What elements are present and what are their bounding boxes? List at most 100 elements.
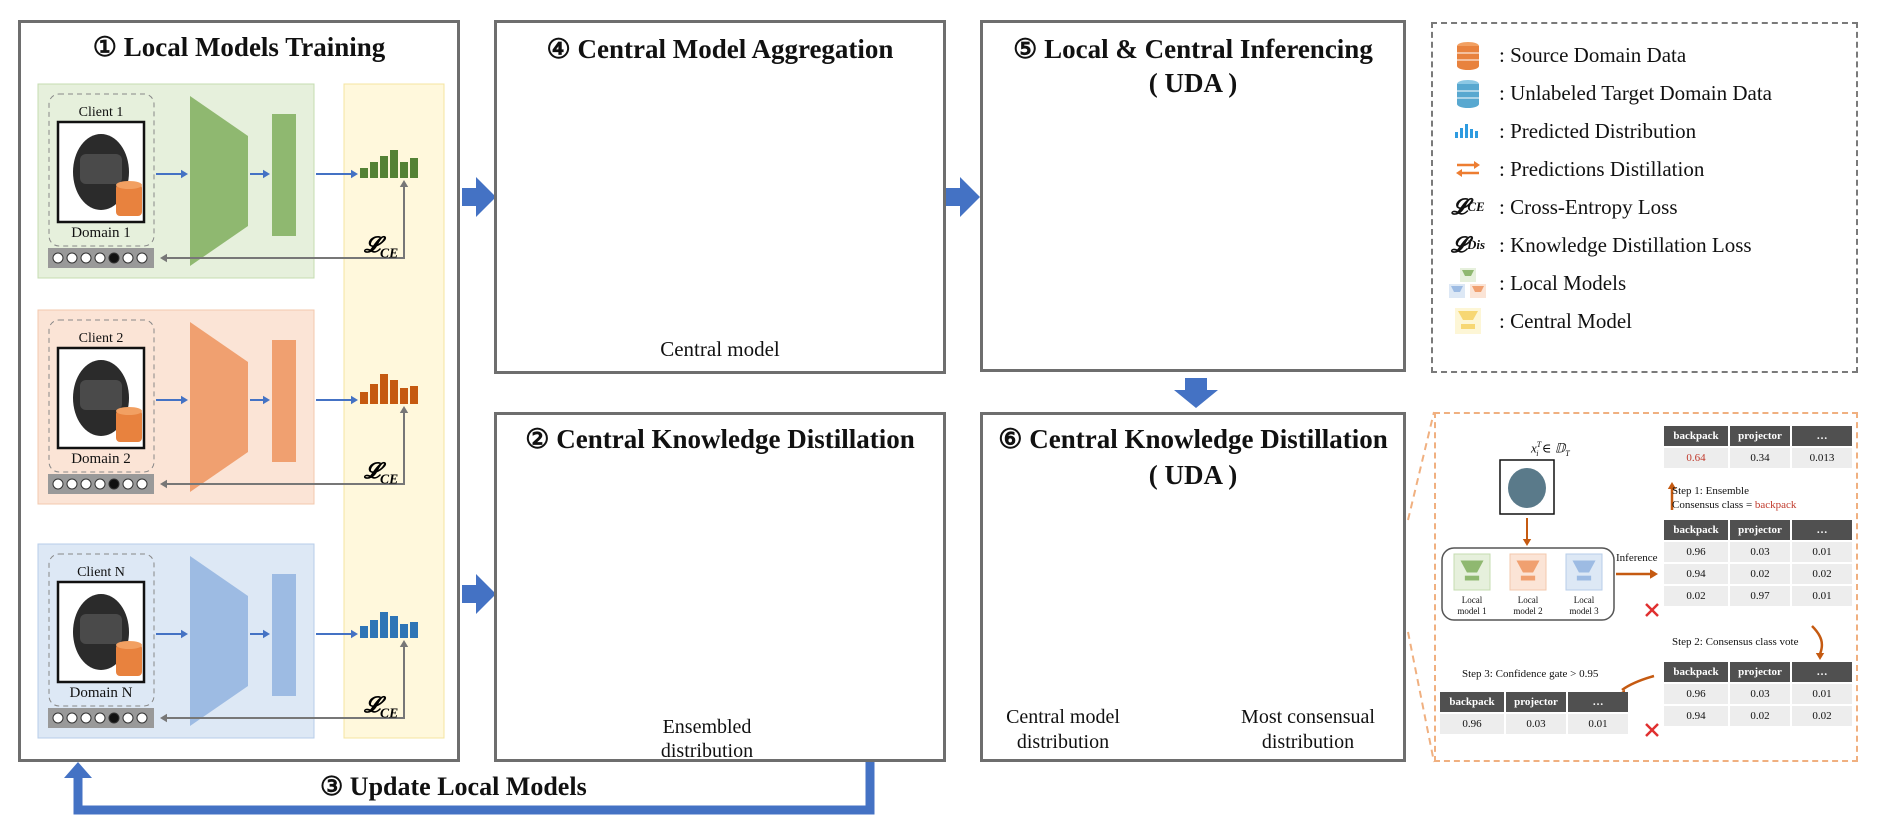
step1-line1: Step 1: Ensemble — [1672, 485, 1749, 497]
model-encoder — [1460, 560, 1484, 573]
domain-name-2: Domain 2 — [71, 451, 131, 467]
encoder-trapezoid — [190, 96, 248, 266]
client-dashed-box — [48, 553, 155, 707]
encoder-trapezoid — [190, 556, 248, 726]
label-dot — [94, 252, 106, 264]
central-distribution-label: Central model distribution — [993, 705, 1133, 755]
label-dot — [52, 252, 64, 264]
step3-label: Step 3: Confidence gate > 0.95 — [1462, 668, 1599, 680]
model-head — [1576, 575, 1592, 581]
arrow-to-inferencing — [946, 177, 980, 217]
arrow-head — [1522, 539, 1532, 546]
arrow-head — [1650, 569, 1658, 579]
distribution-icon — [1447, 122, 1489, 140]
step1-class: backpack — [1754, 499, 1797, 511]
central-dist-line2: distribution — [1016, 731, 1110, 753]
ce-loss-arrow — [166, 412, 405, 485]
bar — [370, 620, 378, 638]
reject-cross-icon — [1645, 603, 1659, 617]
panel-title: ⑤ Local & Central Inferencing — [1013, 34, 1373, 64]
bar — [390, 380, 398, 404]
detail-local-model-2 — [1516, 560, 1540, 581]
model-head — [1520, 575, 1536, 581]
table-cell: 0.02 — [1730, 564, 1790, 584]
bar — [380, 612, 388, 638]
panel-subtitle: ( UDA ) — [1148, 68, 1238, 98]
local-model-label-line1: Local — [1518, 595, 1539, 605]
inference-label: Inference — [1616, 552, 1658, 564]
arrow-head — [1815, 653, 1825, 660]
reject-cross-icon — [1645, 723, 1659, 737]
legend-item: : Source Domain Data — [1447, 38, 1686, 72]
table-header-cell: projector — [1730, 662, 1790, 682]
detail-box — [1434, 412, 1858, 762]
table-cell: 0.01 — [1792, 586, 1852, 606]
classifier-block — [272, 574, 296, 696]
model-encoder — [1516, 560, 1540, 573]
backpack-pocket — [80, 614, 122, 644]
arrow-to-distillation — [462, 574, 496, 614]
table-header-cell: … — [1792, 520, 1852, 540]
arrow-head — [263, 395, 270, 405]
consensus-distribution-label: Most consensual distribution — [1223, 705, 1393, 755]
formula-label: xTi ∈ 𝔻T — [1531, 440, 1570, 458]
label-dot — [52, 712, 64, 724]
label-dot — [122, 712, 134, 724]
backpack-pocket — [80, 380, 122, 410]
table-cell: 0.03 — [1506, 714, 1566, 734]
label-dot — [94, 478, 106, 490]
legend-text: : Cross-Entropy Loss — [1499, 194, 1678, 219]
label-dot — [66, 478, 78, 490]
legend-box: : Source Domain Data: Unlabeled Target D… — [1431, 22, 1858, 373]
table-cell: 0.02 — [1730, 706, 1790, 726]
bar — [400, 624, 408, 638]
label-dot — [136, 478, 148, 490]
local-models-icon — [1447, 267, 1489, 299]
arrow-head — [160, 713, 167, 723]
arrow-head — [181, 629, 188, 639]
arrow-head — [160, 253, 167, 263]
panel-subtitle: ( UDA ) — [1148, 460, 1238, 490]
zoom-line — [1407, 411, 1435, 521]
bar — [400, 388, 408, 404]
label-dot — [136, 252, 148, 264]
legend-text: : Knowledge Distillation Loss — [1499, 232, 1752, 257]
table-cell: 0.96 — [1440, 714, 1504, 734]
label-dot — [66, 252, 78, 264]
arrow-head — [351, 629, 358, 639]
predicted-distribution-3 — [360, 612, 418, 638]
detail-local-model-1 — [1460, 560, 1484, 581]
table-cell: 0.02 — [1792, 706, 1852, 726]
source-db-icon — [116, 644, 142, 676]
table-header-cell: projector — [1506, 692, 1566, 712]
legend-text: : Source Domain Data — [1499, 42, 1687, 67]
panel-knowledge-distillation-uda: ⑥ Central Knowledge Distillation ( UDA )… — [980, 412, 1406, 762]
arrow-head — [351, 169, 358, 179]
local-model-label-line1: Local — [1462, 595, 1483, 605]
step1-label: Step 1: Ensemble Consensus class = backp… — [1672, 484, 1796, 512]
table-cell: 0.64 — [1664, 448, 1728, 468]
bar — [400, 162, 408, 178]
client-name-3: Client N — [77, 565, 125, 580]
bar — [360, 392, 368, 404]
label-dot — [80, 712, 92, 724]
central-model-label: Central model — [660, 337, 780, 361]
panel-title: ② Central Knowledge Distillation — [525, 424, 915, 454]
local-model-label-line1: Local — [1574, 595, 1595, 605]
formula-sub2: T — [1565, 448, 1570, 458]
table-cell: 0.013 — [1792, 448, 1852, 468]
bar — [410, 386, 418, 404]
arrow-head — [160, 479, 167, 489]
arrow-to-uda-distillation — [1174, 378, 1218, 408]
source-db-icon — [116, 410, 142, 442]
model-head — [1464, 575, 1480, 581]
arrow-head — [263, 629, 270, 639]
panel-title: ⑥ Central Knowledge Distillation — [998, 424, 1388, 454]
table-cell: 0.03 — [1730, 542, 1790, 562]
ce-loss-column — [343, 83, 445, 739]
bar — [370, 384, 378, 404]
table-cell: 0.01 — [1792, 684, 1852, 704]
